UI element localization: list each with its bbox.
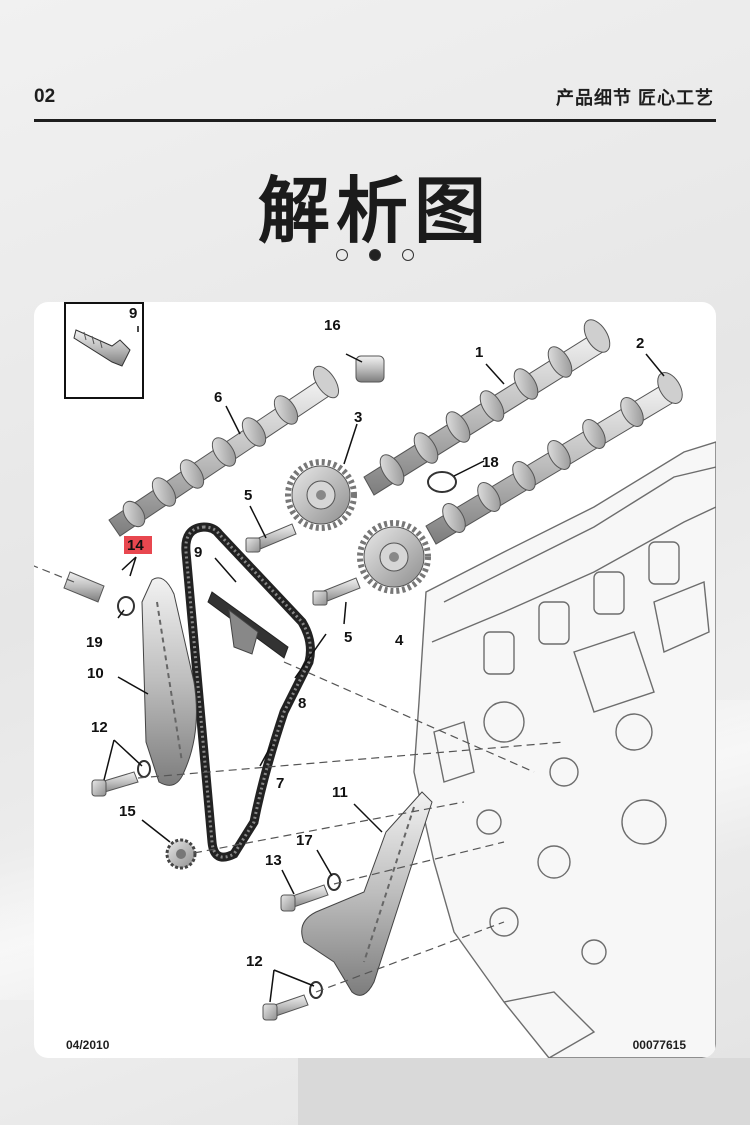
callout-6: 6 — [214, 389, 222, 406]
timing-chain — [181, 522, 315, 862]
pager-dots — [334, 249, 418, 265]
camshaft-2 — [425, 372, 683, 545]
chain-tensioner-14 — [63, 571, 135, 616]
callout-9-box: 9 — [129, 305, 137, 322]
camshaft-exhaust — [363, 319, 611, 496]
callout-4: 4 — [395, 632, 404, 649]
callout-3: 3 — [354, 409, 362, 426]
crank-sprocket-15 — [165, 838, 197, 870]
bolt-inset-box — [64, 302, 144, 399]
pager-dot-2[interactable] — [369, 249, 381, 261]
leader-lines — [103, 326, 665, 1003]
callout-18: 18 — [482, 454, 499, 471]
callout-15: 15 — [119, 803, 136, 820]
bolt-12-upper — [91, 760, 151, 797]
callout-labels: 9 16 1 2 3 6 18 5 9 14 5 4 19 10 8 12 7 … — [86, 305, 644, 970]
phaser-sprocket-4 — [357, 520, 431, 594]
callout-12-upper: 12 — [91, 719, 108, 736]
pager-dot-3[interactable] — [402, 249, 414, 261]
seal-ring-18 — [427, 471, 457, 493]
callout-1: 1 — [475, 344, 483, 361]
diagram-code: 00077615 — [632, 1038, 686, 1052]
tensioner-shoe-10 — [141, 577, 197, 786]
header-tagline: 产品细节 匠心工艺 — [555, 88, 714, 108]
callout-19: 19 — [86, 634, 103, 651]
callout-9: 9 — [194, 544, 202, 561]
bolt-5-lower — [312, 577, 361, 606]
callout-11: 11 — [332, 784, 348, 801]
diagram-date: 04/2010 — [66, 1038, 110, 1052]
callout-14: 14 — [127, 537, 144, 554]
pager-dot-1[interactable] — [336, 249, 348, 261]
callout-2: 2 — [636, 335, 644, 352]
bolt-5-upper — [245, 523, 297, 553]
bolt-13 — [280, 873, 341, 912]
callout-5-lower: 5 — [344, 629, 352, 646]
callout-17: 17 — [296, 832, 313, 849]
diagram-card: 9 16 1 2 3 6 18 5 9 14 5 4 19 10 8 12 7 … — [34, 302, 716, 1058]
engine-block — [413, 441, 716, 1058]
chain-guide-8 — [207, 591, 289, 659]
callout-10: 10 — [87, 665, 104, 682]
callout-16: 16 — [324, 317, 341, 334]
camshaft-intake — [108, 365, 340, 537]
assembly-lines — [34, 565, 565, 993]
part-16-plug — [355, 355, 385, 383]
callout-7: 7 — [276, 775, 284, 792]
highlight-box-14 — [124, 536, 152, 554]
page-title: 解析图 — [257, 172, 492, 252]
callout-8: 8 — [298, 695, 306, 712]
washer-17 — [327, 873, 341, 891]
callout-5-upper: 5 — [244, 487, 252, 504]
callout-13: 13 — [265, 852, 282, 869]
timing-chain-links — [184, 525, 312, 859]
page-number: 02 — [34, 86, 56, 107]
callout-12-lower: 12 — [246, 953, 263, 970]
exploded-view-diagram: 9 16 1 2 3 6 18 5 9 14 5 4 19 10 8 12 7 … — [34, 302, 716, 1058]
phaser-sprocket-3 — [285, 459, 357, 531]
background-block — [298, 1058, 750, 1125]
header-divider — [34, 119, 716, 122]
fixed-guide-11 — [301, 791, 433, 996]
